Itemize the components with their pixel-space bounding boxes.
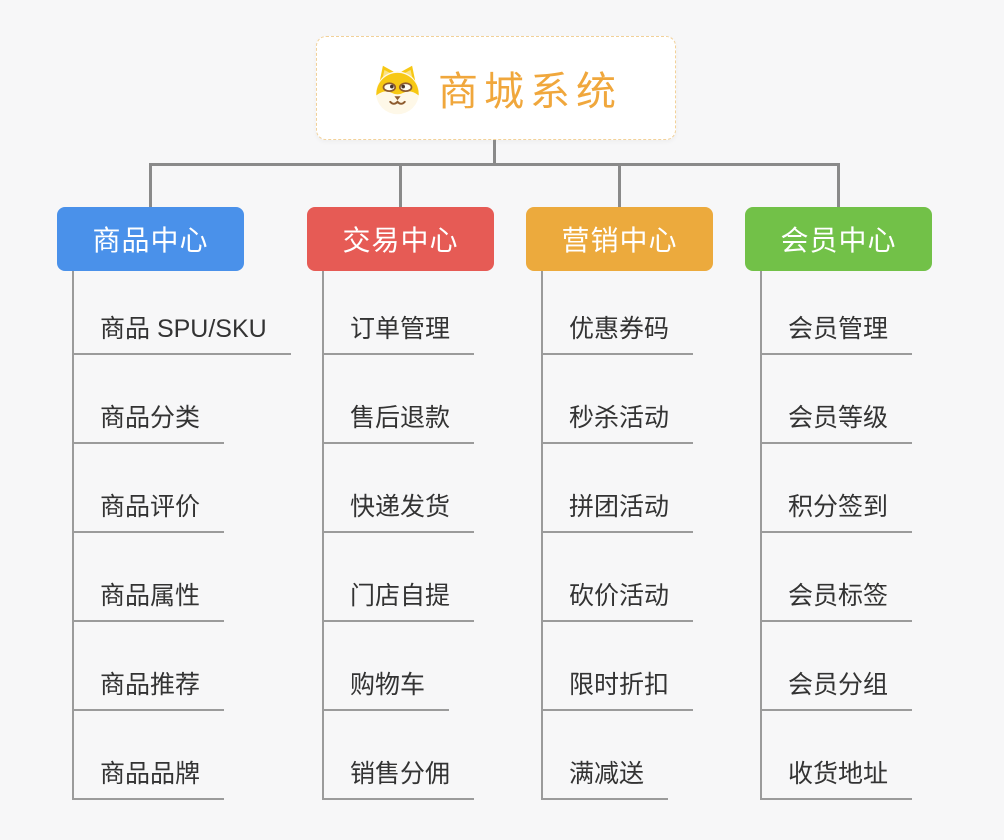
leaf-node[interactable]: 满减送: [541, 754, 669, 800]
leaf-node[interactable]: 销售分佣: [322, 754, 475, 800]
leaf-node[interactable]: 会员分组: [760, 665, 913, 711]
branch-items-marketing-center: 优惠券码 秒杀活动 拼团活动 砍价活动 限时折扣 满减送: [541, 271, 694, 800]
branch-node-trade-center[interactable]: 交易中心: [307, 207, 494, 271]
leaf-node[interactable]: 秒杀活动: [541, 398, 694, 444]
branch-label: 交易中心: [342, 225, 459, 256]
leaf-node[interactable]: 会员标签: [760, 576, 913, 622]
leaf-node[interactable]: 积分签到: [760, 487, 913, 533]
leaf-node[interactable]: 收货地址: [760, 754, 913, 800]
leaf-node[interactable]: 门店自提: [322, 576, 475, 622]
leaf-node[interactable]: 会员等级: [760, 398, 913, 444]
branch-items-product-center: 商品 SPU/SKU 商品分类 商品评价 商品属性 商品推荐 商品品牌: [72, 271, 291, 800]
leaf-node[interactable]: 商品评价: [72, 487, 225, 533]
branch-label: 会员中心: [780, 225, 897, 256]
leaf-node[interactable]: 快递发货: [322, 487, 475, 533]
connector-drop-marketing: [618, 166, 621, 207]
connector-drop-member: [837, 166, 840, 207]
branch-label: 营销中心: [561, 225, 678, 256]
leaf-node[interactable]: 售后退款: [322, 398, 475, 444]
leaf-node[interactable]: 商品 SPU/SKU: [72, 309, 291, 355]
branch-node-marketing-center[interactable]: 营销中心: [526, 207, 713, 271]
branch-node-product-center[interactable]: 商品中心: [57, 207, 244, 271]
leaf-node[interactable]: 订单管理: [322, 309, 475, 355]
root-node[interactable]: 商城系统: [316, 36, 676, 140]
root-title: 商城系统: [438, 70, 622, 114]
branch-items-member-center: 会员管理 会员等级 积分签到 会员标签 会员分组 收货地址: [760, 271, 913, 800]
branch-label: 商品中心: [92, 225, 209, 256]
leaf-node[interactable]: 商品推荐: [72, 665, 225, 711]
branch-items-trade-center: 订单管理 售后退款 快递发货 门店自提 购物车 销售分佣: [322, 271, 475, 800]
leaf-node[interactable]: 优惠券码: [541, 309, 694, 355]
leaf-node[interactable]: 商品属性: [72, 576, 225, 622]
connector-drop-trade: [399, 166, 402, 207]
leaf-node[interactable]: 商品分类: [72, 398, 225, 444]
branch-node-member-center[interactable]: 会员中心: [745, 207, 932, 271]
leaf-node[interactable]: 限时折扣: [541, 665, 694, 711]
shiba-dog-icon: [376, 65, 419, 114]
leaf-node[interactable]: 购物车: [322, 665, 450, 711]
connector-drop-product: [149, 166, 152, 207]
leaf-node[interactable]: 会员管理: [760, 309, 913, 355]
connector-root-drop: [493, 140, 496, 166]
connector-bus: [149, 163, 840, 166]
leaf-node[interactable]: 商品品牌: [72, 754, 225, 800]
leaf-node[interactable]: 拼团活动: [541, 487, 694, 533]
leaf-node[interactable]: 砍价活动: [541, 576, 694, 622]
